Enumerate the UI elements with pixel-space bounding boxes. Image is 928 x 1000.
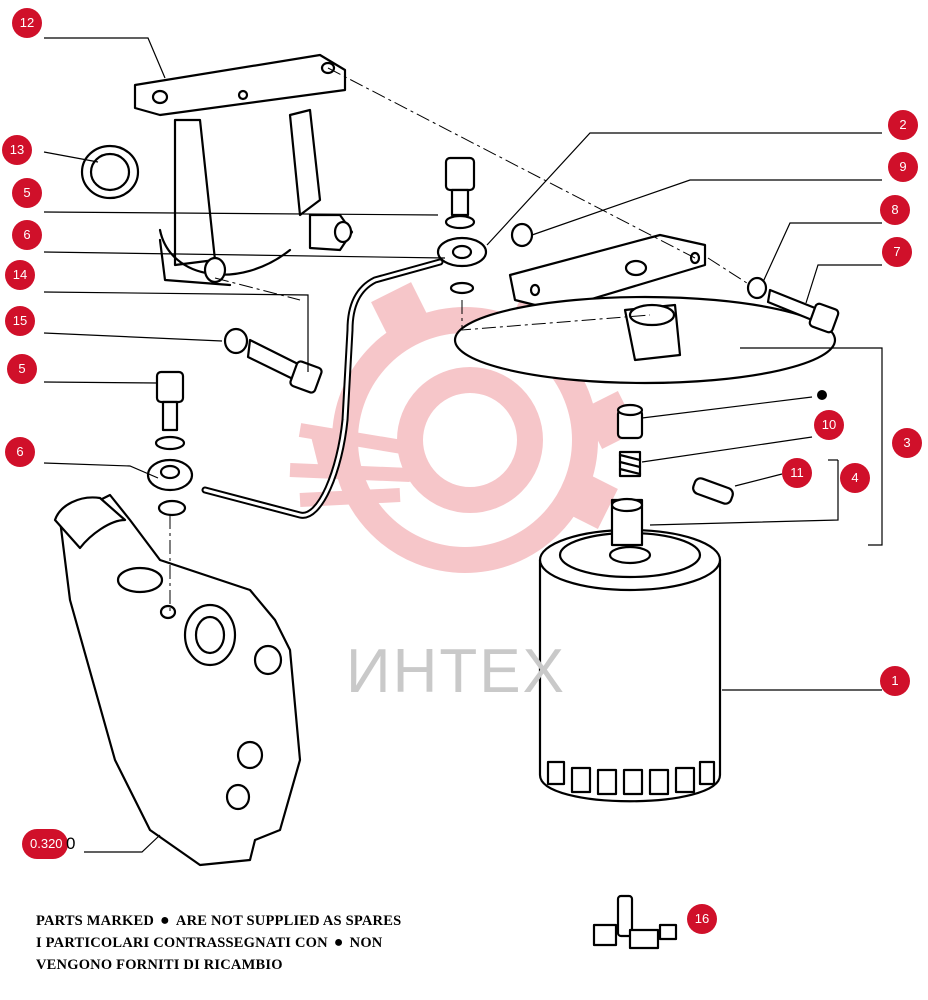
leader-lines bbox=[43, 37, 883, 853]
reference-code-tail: 0 bbox=[66, 834, 76, 853]
filter-head-bracket bbox=[453, 233, 837, 385]
callout-5-lower[interactable]: 5 bbox=[7, 354, 37, 384]
callout-9[interactable]: 9 bbox=[888, 152, 918, 182]
callout-8[interactable]: 8 bbox=[880, 195, 910, 225]
legend-line-3: VENGONO FORNITI DI RICAMBIO bbox=[36, 957, 283, 973]
legend-line-1: PARTS MARKED ● ARE NOT SUPPLIED AS SPARES bbox=[36, 912, 401, 930]
lower-banjo-bolt bbox=[146, 370, 194, 517]
screw-7 bbox=[766, 288, 840, 334]
callout-6-lower[interactable]: 6 bbox=[5, 437, 35, 467]
callout-10[interactable]: 10 bbox=[814, 410, 844, 440]
legend-line-2a: I PARTICOLARI CONTRASSEGNATI CON bbox=[36, 935, 328, 951]
callout-5-upper[interactable]: 5 bbox=[12, 178, 42, 208]
callout-1[interactable]: 1 bbox=[880, 666, 910, 696]
legend-line-2: I PARTICOLARI CONTRASSEGNATI CON ● NON bbox=[36, 934, 382, 952]
legend-dot-1: ● bbox=[160, 912, 170, 929]
center-lines bbox=[169, 67, 751, 612]
callout-11[interactable]: 11 bbox=[782, 458, 812, 488]
oil-filter bbox=[538, 528, 722, 803]
callout-13[interactable]: 13 bbox=[2, 135, 32, 165]
callout-4[interactable]: 4 bbox=[840, 463, 870, 493]
callout-15[interactable]: 15 bbox=[5, 306, 35, 336]
callout-6-upper[interactable]: 6 bbox=[12, 220, 42, 250]
pin-11 bbox=[692, 477, 734, 505]
callout-16[interactable]: 16 bbox=[687, 904, 717, 934]
center-nipple bbox=[610, 497, 644, 547]
legend-line-2b: NON bbox=[349, 935, 383, 951]
spring bbox=[618, 450, 642, 478]
engine-block bbox=[53, 493, 302, 867]
valve-cap bbox=[616, 403, 644, 440]
callout-2[interactable]: 2 bbox=[888, 110, 918, 140]
reference-code: 0.320 bbox=[30, 836, 63, 851]
reference-code-badge bbox=[22, 829, 68, 859]
washer bbox=[510, 222, 534, 248]
callout-14[interactable]: 14 bbox=[5, 260, 35, 290]
washer-8 bbox=[746, 276, 768, 300]
upper-banjo-bolt bbox=[436, 156, 488, 295]
legend-line-1a: PARTS MARKED bbox=[36, 913, 155, 929]
not-supplied-dot bbox=[817, 390, 827, 400]
screw-15 bbox=[223, 327, 323, 394]
upper-bracket bbox=[133, 53, 354, 287]
seal-ring bbox=[80, 144, 140, 200]
legend-dot-2: ● bbox=[333, 934, 344, 951]
watermark-text: ИНТЕХ bbox=[346, 637, 566, 706]
callout-3[interactable]: 3 bbox=[892, 428, 922, 458]
legend-line-1b: ARE NOT SUPPLIED AS SPARES bbox=[175, 913, 402, 929]
callout-7[interactable]: 7 bbox=[882, 237, 912, 267]
kit-16 bbox=[592, 894, 678, 950]
callout-12[interactable]: 12 bbox=[12, 8, 42, 38]
